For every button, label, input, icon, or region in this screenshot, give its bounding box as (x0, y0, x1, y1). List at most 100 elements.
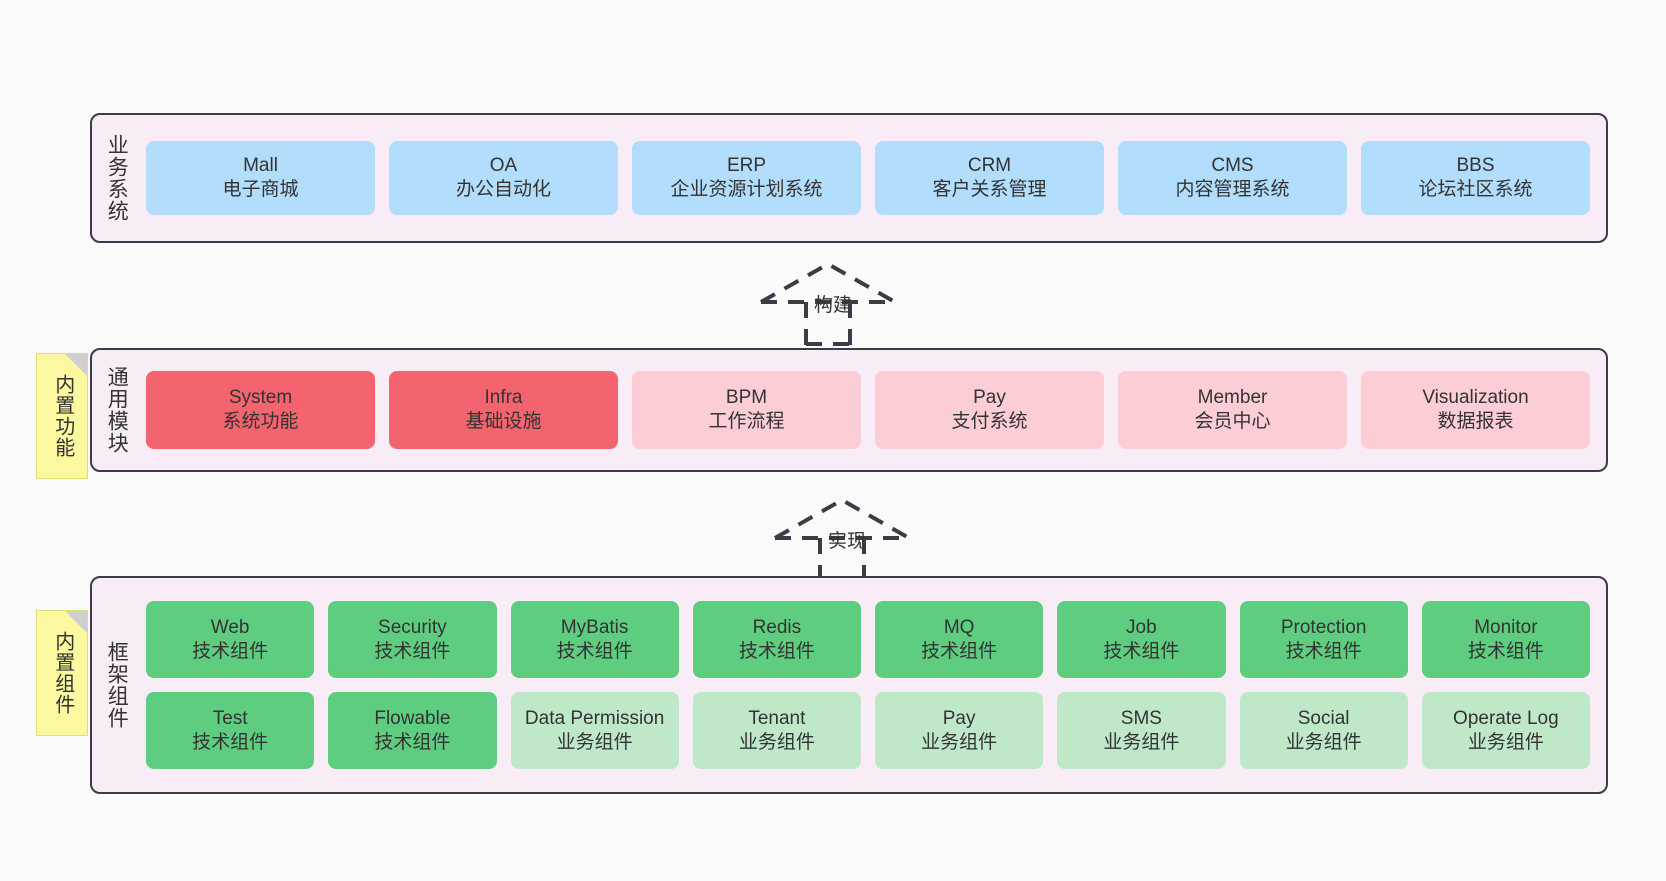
module-card-subtitle: 基础设施 (465, 411, 542, 432)
layer-body-framework-component: Web 技术组件 Security 技术组件 MyBatis 技术组件 Redi… (140, 578, 1606, 792)
component-card-title: Protection (1280, 616, 1367, 638)
component-card-mq[interactable]: MQ 技术组件 (875, 601, 1044, 678)
module-card-title: Mall (243, 155, 278, 177)
module-card-title: Visualization (1422, 387, 1529, 409)
component-card-title: Data Permission (524, 707, 665, 729)
component-card-subtitle: 技术组件 (192, 640, 269, 662)
module-card-title: BBS (1456, 155, 1495, 177)
component-card-subtitle: 业务组件 (1103, 731, 1180, 753)
module-card-subtitle: 电子商城 (222, 179, 299, 200)
component-card-flowable[interactable]: Flowable 技术组件 (328, 692, 497, 769)
component-card-data-permission[interactable]: Data Permission 业务组件 (510, 692, 679, 769)
module-card-pay[interactable]: Pay 支付系统 (875, 371, 1104, 449)
layer-row: Mall 电子商城 OA 办公自动化 ERP 企业资源计划系统 CRM 客户关系… (146, 141, 1590, 215)
component-card-social[interactable]: Social 业务组件 (1239, 692, 1408, 769)
module-card-subtitle: 会员中心 (1194, 411, 1271, 432)
module-card-subtitle: 工作流程 (708, 411, 785, 432)
module-card-visualization[interactable]: Visualization 数据报表 (1361, 371, 1590, 449)
module-card-subtitle: 客户关系管理 (932, 179, 1047, 200)
component-card-web[interactable]: Web 技术组件 (146, 601, 315, 678)
component-card-title: SMS (1120, 707, 1162, 729)
component-card-subtitle: 技术组件 (1467, 640, 1544, 662)
component-card-protection[interactable]: Protection 技术组件 (1239, 601, 1408, 678)
layer-body-business-system: Mall 电子商城 OA 办公自动化 ERP 企业资源计划系统 CRM 客户关系… (140, 115, 1606, 241)
layer-row: System 系统功能 Infra 基础设施 BPM 工作流程 Pay 支付系统… (146, 371, 1590, 449)
layer-title-framework-component: 框架组件 (105, 641, 129, 729)
module-card-subtitle: 支付系统 (951, 411, 1028, 432)
component-card-subtitle: 技术组件 (1103, 640, 1180, 662)
component-card-title: Tenant (748, 707, 806, 729)
layer-body-common-module: System 系统功能 Infra 基础设施 BPM 工作流程 Pay 支付系统… (140, 350, 1606, 470)
layer-common-module: 通用模块 System 系统功能 Infra 基础设施 BPM 工作流程 Pay… (90, 348, 1608, 472)
module-card-cms[interactable]: CMS 内容管理系统 (1118, 141, 1347, 215)
component-card-subtitle: 技术组件 (374, 640, 451, 662)
layer-row: Web 技术组件 Security 技术组件 MyBatis 技术组件 Redi… (146, 601, 1590, 678)
component-card-mybatis[interactable]: MyBatis 技术组件 (510, 601, 679, 678)
component-card-redis[interactable]: Redis 技术组件 (692, 601, 861, 678)
component-card-subtitle: 业务组件 (556, 731, 633, 753)
layer-title-business-system: 业务系统 (105, 134, 129, 222)
component-card-sms[interactable]: SMS 业务组件 (1057, 692, 1226, 769)
module-card-title: BPM (725, 387, 768, 409)
module-card-oa[interactable]: OA 办公自动化 (389, 141, 618, 215)
sticky-note-builtin-function: 内置功能 (36, 353, 88, 479)
sticky-note-label: 内置功能 (51, 374, 74, 458)
module-card-subtitle: 数据报表 (1437, 411, 1514, 432)
component-card-subtitle: 技术组件 (374, 731, 451, 753)
component-card-subtitle: 技术组件 (192, 731, 269, 753)
component-card-tenant[interactable]: Tenant 业务组件 (692, 692, 861, 769)
module-card-system[interactable]: System 系统功能 (146, 371, 375, 449)
module-card-subtitle: 企业资源计划系统 (670, 179, 823, 200)
module-card-title: System (228, 387, 293, 409)
module-card-subtitle: 内容管理系统 (1175, 179, 1290, 200)
module-card-erp[interactable]: ERP 企业资源计划系统 (632, 141, 861, 215)
module-card-subtitle: 论坛社区系统 (1418, 179, 1533, 200)
module-card-title: ERP (726, 155, 767, 177)
component-card-subtitle: 业务组件 (921, 731, 998, 753)
module-card-mall[interactable]: Mall 电子商城 (146, 141, 375, 215)
module-card-member[interactable]: Member 会员中心 (1118, 371, 1347, 449)
component-card-title: Operate Log (1453, 707, 1559, 729)
component-card-subtitle: 技术组件 (738, 640, 815, 662)
component-card-title: Social (1297, 707, 1350, 729)
component-card-monitor[interactable]: Monitor 技术组件 (1421, 601, 1590, 678)
module-card-title: Infra (484, 387, 523, 409)
module-card-infra[interactable]: Infra 基础设施 (389, 371, 618, 449)
layer-framework-component: 框架组件 Web 技术组件 Security 技术组件 MyBatis 技术组件… (90, 576, 1608, 794)
module-card-bpm[interactable]: BPM 工作流程 (632, 371, 861, 449)
sticky-note-label: 内置组件 (51, 631, 74, 715)
component-card-title: Pay (942, 707, 976, 729)
component-card-title: MyBatis (560, 616, 629, 638)
component-card-title: Test (212, 707, 248, 729)
module-card-title: CMS (1211, 155, 1254, 177)
component-card-subtitle: 业务组件 (1467, 731, 1544, 753)
module-card-title: OA (489, 155, 518, 177)
layer-row: Test 技术组件 Flowable 技术组件 Data Permission … (146, 692, 1590, 769)
component-card-title: Flowable (374, 707, 451, 729)
folded-corner-icon (65, 611, 87, 633)
arrow-build: 构建 (756, 258, 901, 346)
component-card-test[interactable]: Test 技术组件 (146, 692, 315, 769)
component-card-operate-log[interactable]: Operate Log 业务组件 (1421, 692, 1590, 769)
module-card-crm[interactable]: CRM 客户关系管理 (875, 141, 1104, 215)
component-card-title: Monitor (1474, 616, 1538, 638)
module-card-title: CRM (967, 155, 1012, 177)
module-card-subtitle: 办公自动化 (455, 179, 551, 200)
component-card-subtitle: 技术组件 (556, 640, 633, 662)
arrow-implement-label: 实现 (828, 531, 867, 552)
folded-corner-icon (65, 354, 87, 376)
component-card-subtitle: 业务组件 (738, 731, 815, 753)
component-card-security[interactable]: Security 技术组件 (328, 601, 497, 678)
module-card-bbs[interactable]: BBS 论坛社区系统 (1361, 141, 1590, 215)
arrow-implement: 实现 (770, 494, 915, 582)
component-card-subtitle: 技术组件 (1285, 640, 1362, 662)
layer-business-system: 业务系统 Mall 电子商城 OA 办公自动化 ERP 企业资源计划系统 CRM… (90, 113, 1608, 243)
layer-title-common-module: 通用模块 (105, 366, 129, 454)
component-card-subtitle: 业务组件 (1285, 731, 1362, 753)
component-card-title: Job (1126, 616, 1157, 638)
component-card-title: Redis (752, 616, 802, 638)
component-card-job[interactable]: Job 技术组件 (1057, 601, 1226, 678)
component-card-pay[interactable]: Pay 业务组件 (875, 692, 1044, 769)
module-card-title: Pay (973, 387, 1006, 409)
